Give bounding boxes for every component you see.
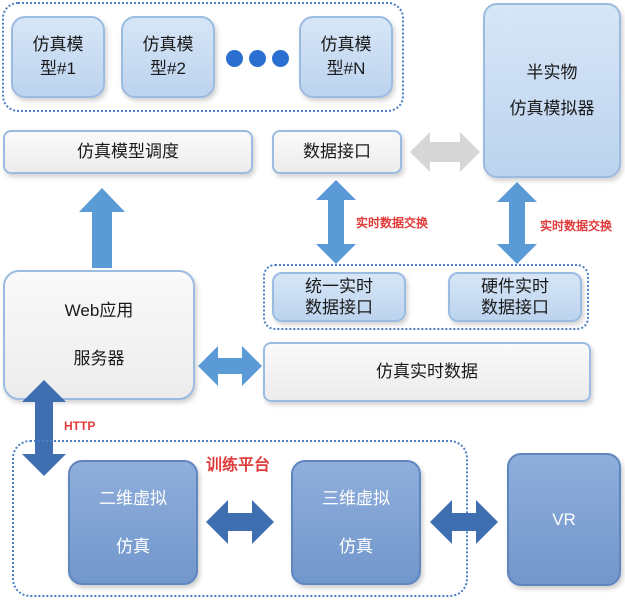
hardware-interface-box: 硬件实时 数据接口 bbox=[448, 272, 582, 322]
model-2-box: 仿真模 型#2 bbox=[121, 16, 215, 98]
horizontal-double-arrow-web bbox=[198, 346, 262, 386]
vertical-double-arrow-left bbox=[316, 180, 356, 264]
model-group-frame bbox=[2, 2, 404, 112]
model-n-box: 仿真模 型#N bbox=[299, 16, 393, 98]
double-arrow-3d-vr bbox=[430, 500, 498, 544]
semi-physical-simulator-box: 半实物 仿真模拟器 bbox=[483, 3, 621, 178]
grey-double-arrow bbox=[410, 132, 480, 172]
ellipsis-dot bbox=[272, 50, 289, 67]
ellipsis-dot bbox=[249, 50, 266, 67]
http-label: HTTP bbox=[64, 419, 96, 433]
up-arrow-scheduler bbox=[79, 188, 125, 268]
model-scheduler-box: 仿真模型调度 bbox=[3, 130, 253, 174]
unified-interface-box: 统一实时 数据接口 bbox=[272, 272, 406, 322]
data-interface-box: 数据接口 bbox=[272, 130, 402, 174]
realtime-data-box: 仿真实时数据 bbox=[263, 342, 591, 402]
interface-group-frame bbox=[263, 264, 589, 330]
3d-simulation-box: 三维虚拟 仿真 bbox=[291, 460, 421, 585]
ellipsis-dot bbox=[226, 50, 243, 67]
training-platform-label: 训练平台 bbox=[206, 457, 271, 474]
2d-simulation-box: 二维虚拟 仿真 bbox=[68, 460, 198, 585]
double-arrow-2d-3d bbox=[206, 500, 274, 544]
exchange-label-right: 实时数据交换 bbox=[540, 219, 613, 233]
web-server-box: Web应用 服务器 bbox=[3, 270, 195, 400]
vertical-double-arrow-right bbox=[497, 182, 537, 264]
exchange-label-left: 实时数据交换 bbox=[356, 216, 429, 230]
model-1-box: 仿真模 型#1 bbox=[11, 16, 105, 98]
vr-box: VR bbox=[507, 453, 621, 586]
http-double-arrow bbox=[22, 380, 66, 476]
